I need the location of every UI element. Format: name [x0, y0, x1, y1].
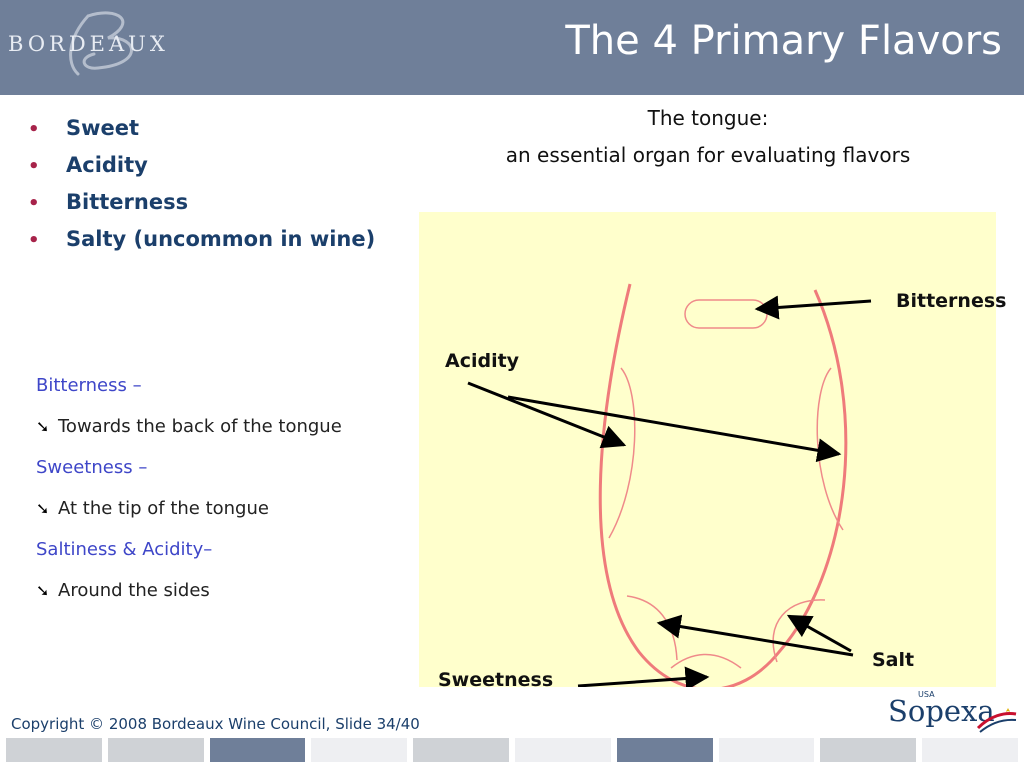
- pointer-arrows: [467, 295, 872, 687]
- sopexa-swoosh-icon: [976, 708, 1017, 733]
- diagram-caption-line2: an essential organ for evaluating flavor…: [505, 143, 911, 167]
- list-item: • Acidity: [28, 147, 375, 184]
- strip-segment: [311, 738, 408, 762]
- strip-segment: [616, 738, 713, 762]
- strip-segment: [820, 738, 917, 762]
- footer-color-strip: [6, 738, 1018, 762]
- note-heading: Sweetness –: [36, 457, 148, 478]
- copyright-text: Copyright © 2008 Bordeaux Wine Council, …: [11, 715, 420, 733]
- bullet-icon: •: [28, 230, 40, 251]
- note-text: ➘ Towards the back of the tongue: [36, 413, 342, 454]
- bullet-icon: •: [28, 119, 40, 140]
- tongue-diagram-graphic: [467, 283, 872, 687]
- arrow-icon: ➘: [36, 581, 50, 600]
- flavor-notes: Bitterness – ➘ Towards the back of the to…: [36, 372, 342, 618]
- arrow-icon: ➘: [36, 417, 50, 436]
- note-heading: Saltiness & Acidity–: [36, 539, 213, 560]
- strip-segment: [718, 738, 815, 762]
- note-text-label: Around the sides: [58, 580, 210, 601]
- label-bitterness: Bitterness: [896, 290, 1007, 312]
- logo-text: BORDEAUX: [8, 32, 169, 56]
- list-item: • Sweet: [28, 110, 375, 147]
- tongue-outline: [598, 283, 848, 687]
- note-text: ➘ At the tip of the tongue: [36, 495, 342, 536]
- bullet-icon: •: [28, 193, 40, 214]
- strip-segment: [922, 738, 1018, 762]
- flavor-list: • Sweet • Acidity • Bitterness • Salty (unco…: [28, 110, 375, 258]
- strip-segment: [209, 738, 306, 762]
- list-item-label: Acidity: [66, 153, 148, 177]
- list-item: • Salty (uncommon in wine): [28, 221, 375, 258]
- strip-segment: [413, 738, 509, 762]
- sopexa-logo: USA Sopexa: [888, 690, 1018, 734]
- diagram-caption-line1: The tongue:: [647, 106, 769, 130]
- list-item-label: Salty (uncommon in wine): [66, 227, 376, 251]
- bullet-icon: •: [28, 156, 40, 177]
- label-salt: Salt: [872, 649, 915, 671]
- tongue-diagram: [419, 212, 996, 687]
- sopexa-region: USA: [918, 690, 935, 699]
- bordeaux-monogram-icon: [69, 11, 133, 76]
- note-heading: Bitterness –: [36, 375, 142, 396]
- list-item-label: Sweet: [66, 116, 140, 140]
- bordeaux-logo: BORDEAUX: [8, 11, 208, 80]
- note-text-label: Towards the back of the tongue: [58, 416, 342, 437]
- strip-segment: [6, 738, 102, 762]
- strip-segment: [107, 738, 204, 762]
- slide-title: The 4 Primary Flavors: [565, 18, 1002, 64]
- list-item-label: Bitterness: [66, 190, 189, 214]
- note-text: ➘ Around the sides: [36, 577, 342, 618]
- list-item: • Bitterness: [28, 184, 375, 221]
- tongue-zones: [608, 299, 844, 669]
- slide-header: BORDEAUX The 4 Primary Flavors: [0, 0, 1024, 95]
- note-text-label: At the tip of the tongue: [58, 498, 269, 519]
- sopexa-name: Sopexa: [888, 694, 995, 728]
- label-acidity: Acidity: [445, 350, 520, 372]
- label-sweetness: Sweetness: [438, 669, 554, 691]
- arrow-icon: ➘: [36, 499, 50, 518]
- strip-segment: [514, 738, 611, 762]
